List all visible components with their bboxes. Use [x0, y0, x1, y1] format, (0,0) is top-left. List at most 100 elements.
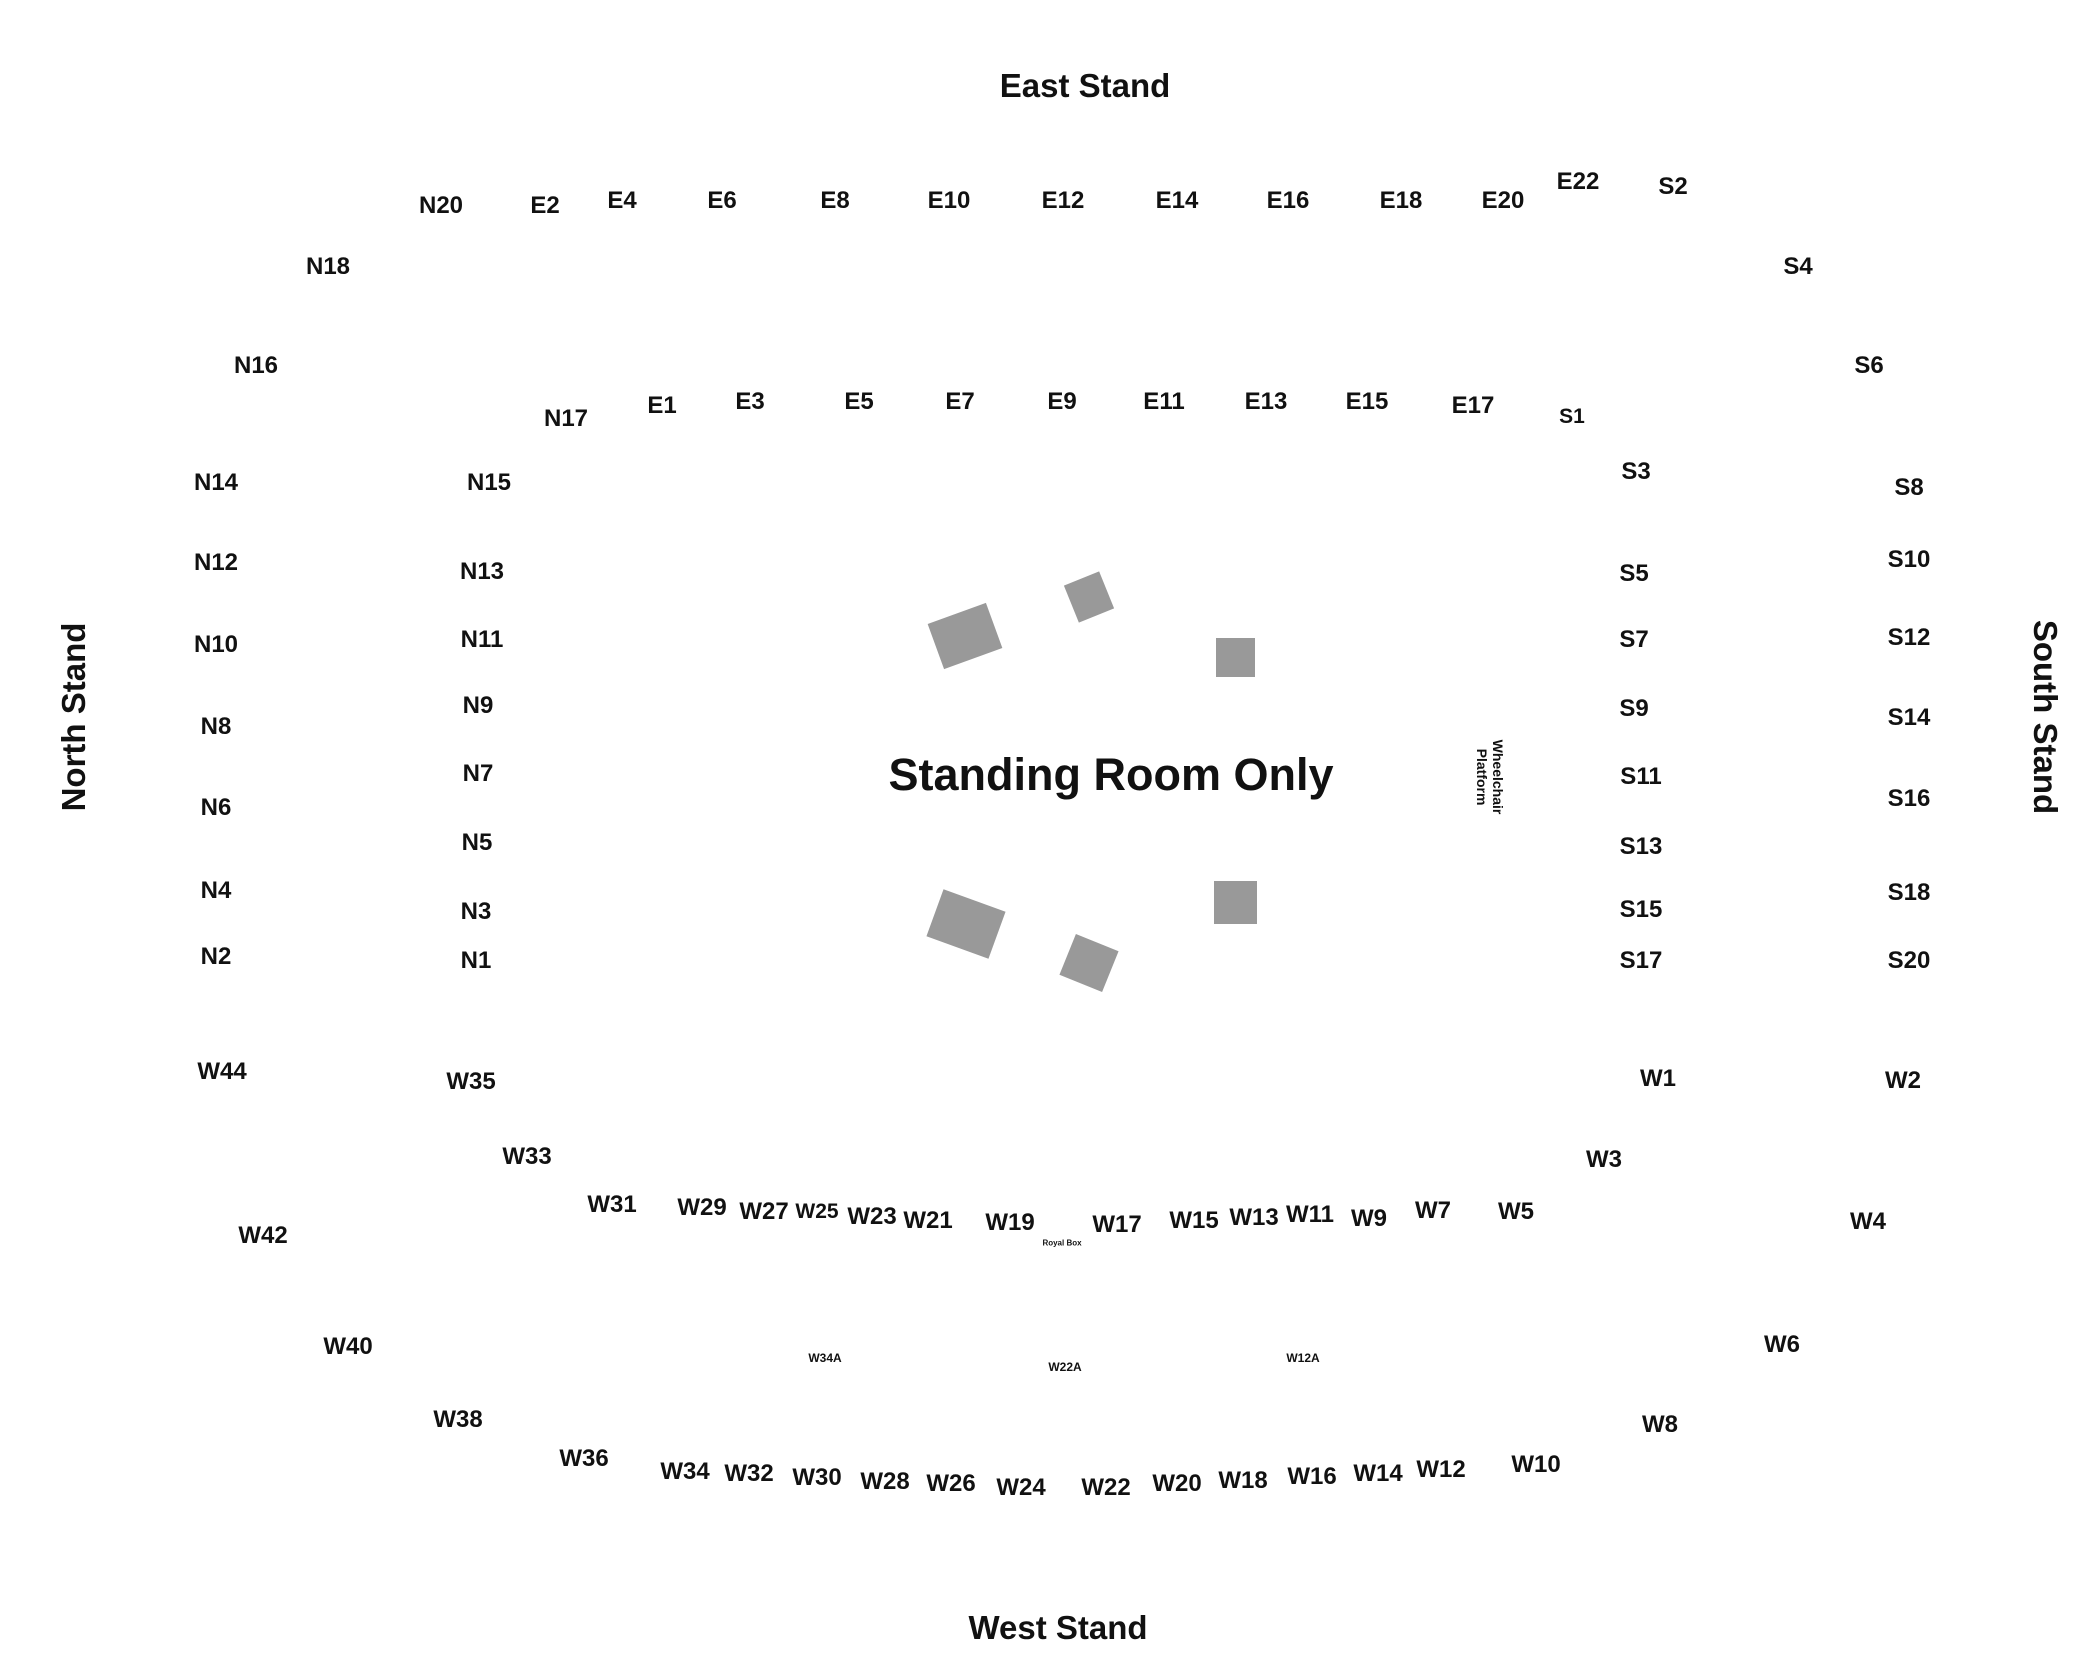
section-w17[interactable]: W17	[1092, 1211, 1142, 1238]
section-w5[interactable]: W5	[1498, 1198, 1534, 1225]
section-w23[interactable]: W23	[847, 1203, 897, 1230]
section-w24[interactable]: W24	[996, 1474, 1046, 1501]
section-e5[interactable]: E5	[844, 388, 874, 415]
section-n10[interactable]: N10	[193, 631, 239, 658]
section-s2[interactable]: S2	[1658, 173, 1688, 200]
section-s12[interactable]: S12	[1887, 624, 1931, 651]
section-e6[interactable]: E6	[707, 187, 737, 214]
section-n18[interactable]: N18	[305, 253, 351, 280]
section-e20[interactable]: E20	[1481, 187, 1525, 214]
section-s11[interactable]: S11	[1620, 763, 1662, 790]
section-s7[interactable]: S7	[1619, 626, 1649, 653]
section-w20[interactable]: W20	[1152, 1470, 1202, 1497]
section-w14[interactable]: W14	[1353, 1460, 1403, 1487]
section-w1[interactable]: W1	[1640, 1065, 1676, 1092]
section-w19[interactable]: W19	[985, 1209, 1035, 1236]
section-n12[interactable]: N12	[193, 549, 239, 576]
section-w28[interactable]: W28	[860, 1468, 910, 1495]
section-w40[interactable]: W40	[323, 1333, 373, 1360]
section-e17[interactable]: E17	[1451, 392, 1495, 419]
section-w3[interactable]: W3	[1586, 1146, 1622, 1173]
section-s13[interactable]: S13	[1619, 833, 1663, 860]
section-s6[interactable]: S6	[1854, 352, 1884, 379]
section-s3[interactable]: S3	[1621, 458, 1651, 485]
section-w8[interactable]: W8	[1642, 1411, 1678, 1438]
section-n2[interactable]: N2	[200, 943, 232, 970]
section-w29[interactable]: W29	[677, 1194, 727, 1221]
section-e13[interactable]: E13	[1244, 388, 1288, 415]
section-e11[interactable]: E11	[1143, 388, 1185, 415]
section-w11[interactable]: W11	[1285, 1201, 1335, 1228]
section-n3[interactable]: N3	[460, 898, 492, 925]
section-w44[interactable]: W44	[197, 1058, 247, 1085]
section-royal-box[interactable]: Royal Box	[1042, 1238, 1082, 1248]
section-e14[interactable]: E14	[1155, 187, 1199, 214]
section-w12a[interactable]: W12A	[1286, 1351, 1320, 1365]
section-s10[interactable]: S10	[1887, 546, 1931, 573]
section-n5[interactable]: N5	[461, 829, 493, 856]
section-w21[interactable]: W21	[903, 1207, 953, 1234]
section-w16[interactable]: W16	[1287, 1463, 1337, 1490]
section-w15[interactable]: W15	[1169, 1207, 1219, 1234]
section-n7[interactable]: N7	[462, 760, 494, 787]
section-s1[interactable]: S1	[1559, 405, 1585, 428]
section-w35[interactable]: W35	[446, 1068, 496, 1095]
section-s9[interactable]: S9	[1619, 695, 1649, 722]
section-w36[interactable]: W36	[559, 1445, 609, 1472]
section-n14[interactable]: N14	[193, 469, 239, 496]
section-w18[interactable]: W18	[1218, 1467, 1268, 1494]
section-e4[interactable]: E4	[607, 187, 637, 214]
section-w27[interactable]: W27	[739, 1198, 789, 1225]
section-n9[interactable]: N9	[462, 692, 494, 719]
section-e1[interactable]: E1	[647, 392, 677, 419]
section-n1[interactable]: N1	[460, 947, 492, 974]
section-w38[interactable]: W38	[433, 1406, 483, 1433]
section-w9[interactable]: W9	[1351, 1205, 1387, 1232]
section-s17[interactable]: S17	[1619, 947, 1663, 974]
section-s18[interactable]: S18	[1887, 879, 1931, 906]
section-e15[interactable]: E15	[1345, 388, 1389, 415]
section-w7[interactable]: W7	[1415, 1197, 1451, 1224]
section-w10[interactable]: W10	[1511, 1451, 1561, 1478]
section-s20[interactable]: S20	[1887, 947, 1931, 974]
section-s8[interactable]: S8	[1894, 474, 1924, 501]
section-w26[interactable]: W26	[926, 1470, 976, 1497]
section-w34[interactable]: W34	[660, 1458, 710, 1485]
section-s16[interactable]: S16	[1887, 785, 1931, 812]
section-w22[interactable]: W22	[1081, 1474, 1131, 1501]
section-e18[interactable]: E18	[1379, 187, 1423, 214]
section-n15[interactable]: N15	[466, 469, 512, 496]
section-w31[interactable]: W31	[587, 1191, 637, 1218]
section-e16[interactable]: E16	[1266, 187, 1310, 214]
section-e10[interactable]: E10	[927, 187, 971, 214]
section-e8[interactable]: E8	[820, 187, 850, 214]
section-w4[interactable]: W4	[1850, 1208, 1886, 1235]
section-w12[interactable]: W12	[1416, 1456, 1466, 1483]
section-n16[interactable]: N16	[233, 352, 279, 379]
section-w42[interactable]: W42	[238, 1222, 288, 1249]
section-e22[interactable]: E22	[1556, 168, 1600, 195]
section-w6[interactable]: W6	[1764, 1331, 1800, 1358]
section-w30[interactable]: W30	[792, 1464, 842, 1491]
section-n11[interactable]: N11	[460, 626, 504, 653]
section-w13[interactable]: W13	[1229, 1204, 1279, 1231]
section-e2[interactable]: E2	[530, 192, 560, 219]
section-w2[interactable]: W2	[1885, 1067, 1921, 1094]
section-w33[interactable]: W33	[502, 1143, 552, 1170]
section-e12[interactable]: E12	[1041, 187, 1085, 214]
section-e7[interactable]: E7	[945, 388, 975, 415]
section-w22a[interactable]: W22A	[1048, 1360, 1082, 1374]
section-n20[interactable]: N20	[418, 192, 464, 219]
section-w25[interactable]: W25	[795, 1200, 839, 1223]
section-e3[interactable]: E3	[735, 388, 765, 415]
section-n8[interactable]: N8	[200, 713, 232, 740]
section-s4[interactable]: S4	[1783, 253, 1813, 280]
section-n13[interactable]: N13	[459, 558, 505, 585]
section-w32[interactable]: W32	[724, 1460, 774, 1487]
section-s5[interactable]: S5	[1619, 560, 1649, 587]
section-n6[interactable]: N6	[200, 794, 232, 821]
section-n17[interactable]: N17	[543, 405, 589, 432]
section-w34a[interactable]: W34A	[808, 1351, 842, 1365]
section-n4[interactable]: N4	[200, 877, 232, 904]
section-s14[interactable]: S14	[1887, 704, 1931, 731]
